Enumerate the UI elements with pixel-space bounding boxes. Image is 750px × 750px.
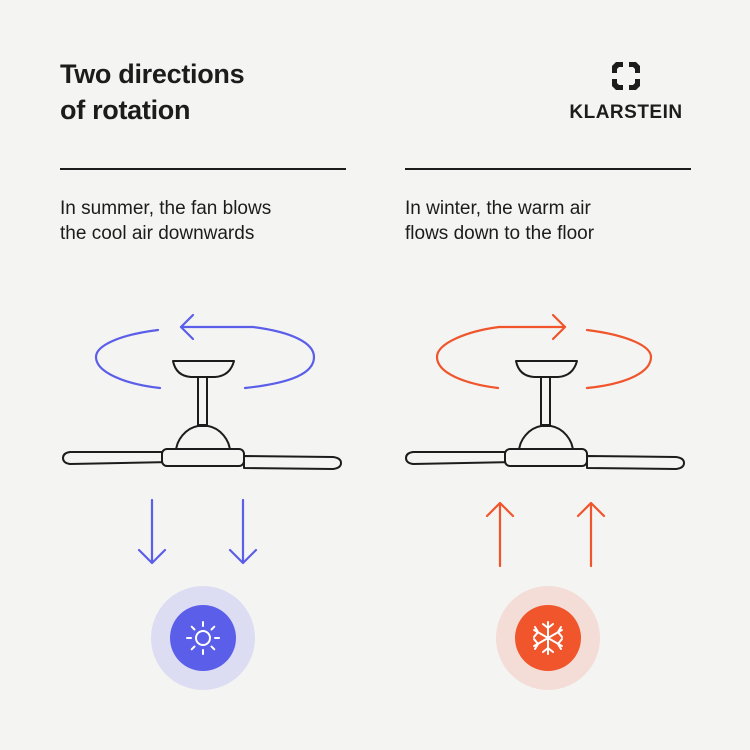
- title-line-2: of rotation: [60, 95, 191, 125]
- winter-badge: [496, 586, 600, 690]
- snowflake-icon: [533, 621, 563, 655]
- winter-rotation-arrow: [435, 313, 653, 390]
- klarstein-logo-icon: [612, 62, 640, 90]
- summer-rotation-arrow: [94, 313, 316, 390]
- summer-description: In summer, the fan blows the cool air do…: [60, 196, 360, 246]
- summer-line-2: the cool air downwards: [60, 223, 255, 244]
- brand-name: KLARSTEIN: [569, 102, 683, 123]
- summer-ceiling-fan: [62, 360, 342, 470]
- summer-badge: [151, 586, 255, 690]
- winter-ceiling-fan: [405, 360, 685, 470]
- summer-line-1: In summer, the fan blows: [60, 198, 272, 219]
- winter-line-1: In winter, the warm air: [405, 198, 591, 219]
- winter-description: In winter, the warm air flows down to th…: [405, 196, 705, 246]
- winter-airflow-arrows: [485, 501, 606, 568]
- brand-logo: KLARSTEIN: [560, 60, 692, 124]
- divider-right: [405, 168, 691, 170]
- divider-left: [60, 168, 346, 170]
- sun-icon: [186, 621, 220, 655]
- summer-airflow-arrows: [137, 498, 258, 565]
- title-line-1: Two directions: [60, 59, 245, 89]
- page-title: Two directions of rotation: [60, 56, 245, 128]
- winter-line-2: flows down to the floor: [405, 223, 595, 244]
